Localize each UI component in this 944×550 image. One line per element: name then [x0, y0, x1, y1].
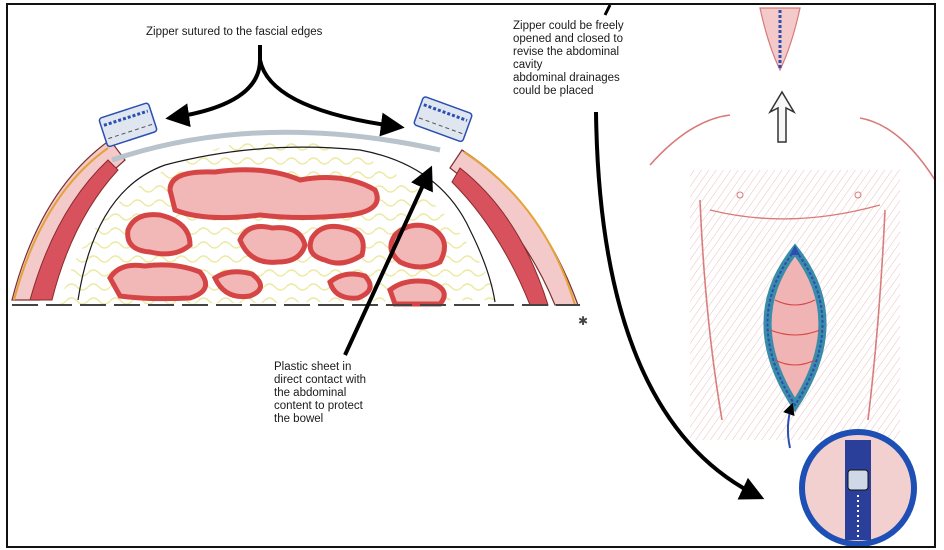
abdominal-cross-section: ✱: [12, 96, 588, 328]
up-arrow: [770, 92, 794, 142]
svg-text:✱: ✱: [578, 314, 588, 328]
zipper-open-label: Zipper could be freely opened and closed…: [513, 20, 663, 98]
zipper-pointer-arrows: [170, 45, 400, 127]
zipper-sutured-label: Zipper sutured to the fascial edges: [146, 26, 322, 39]
right-zipper: [413, 96, 472, 142]
left-zipper: [99, 103, 158, 148]
plastic-sheet-label: Plastic sheet in direct contact with the…: [274, 361, 404, 426]
torso-illustration: [650, 8, 935, 544]
